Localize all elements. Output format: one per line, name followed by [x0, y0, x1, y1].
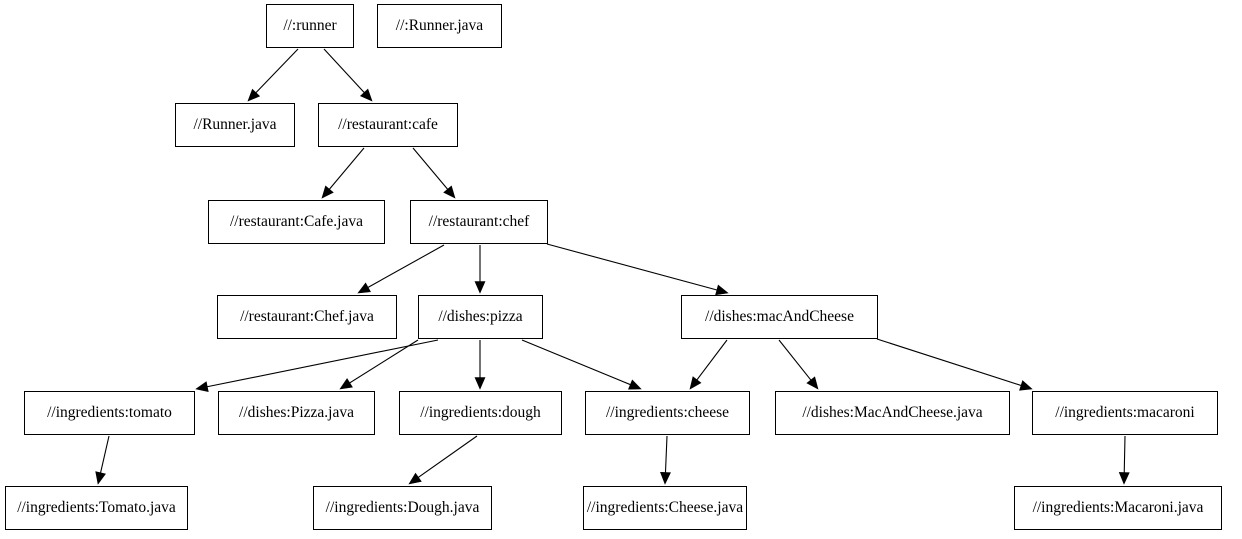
- edge-arrowhead-icon: [628, 379, 642, 390]
- edge-line: [416, 435, 478, 479]
- graph-node-label: //dishes:macAndCheese: [705, 308, 854, 326]
- graph-edge-restaurant-chef-to-dishes-mac: [546, 243, 729, 296]
- graph-node-label: //restaurant:cafe: [338, 116, 438, 134]
- edge-arrowhead-icon: [357, 282, 371, 294]
- graph-edge-dishes-pizza-to-ing-tomato: [195, 339, 439, 393]
- graph-node-restaurant-chef[interactable]: //restaurant:chef: [410, 200, 548, 244]
- graph-node-label: //Runner.java: [193, 116, 277, 134]
- edge-line: [521, 339, 632, 386]
- graph-node-runner-java[interactable]: //Runner.java: [175, 103, 295, 147]
- graph-node-label: //:runner: [283, 17, 337, 35]
- graph-node-ing-dough-java[interactable]: //ingredients:Dough.java: [313, 486, 492, 530]
- edge-line: [366, 244, 445, 289]
- graph-node-label: //ingredients:macaroni: [1055, 404, 1195, 422]
- graph-node-dishes-mac[interactable]: //dishes:macAndCheese: [681, 295, 878, 339]
- graph-node-ing-tomato-java[interactable]: //ingredients:Tomato.java: [5, 486, 188, 530]
- graph-edge-ing-macaroni-to-ing-macaroni-java: [1118, 435, 1130, 485]
- graph-edge-ing-tomato-to-ing-tomato-java: [95, 435, 110, 485]
- edge-arrowhead-icon: [443, 185, 456, 199]
- graph-node-label: //ingredients:Macaroni.java: [1032, 499, 1204, 517]
- edge-arrowhead-icon: [474, 377, 486, 390]
- graph-edge-dishes-mac-to-ing-macaroni: [876, 338, 1033, 391]
- graph-node-label: //restaurant:Cafe.java: [230, 213, 363, 231]
- graph-node-runner-target[interactable]: //:runner: [266, 4, 354, 48]
- graph-node-label: //ingredients:dough: [420, 404, 541, 422]
- graph-edge-dishes-pizza-to-dishes-pizza-java: [339, 339, 419, 390]
- graph-node-label: //ingredients:tomato: [47, 404, 172, 422]
- edge-line: [412, 147, 449, 191]
- edge-line: [328, 147, 365, 191]
- edge-arrowhead-icon: [339, 378, 353, 390]
- graph-node-ing-macaroni-java[interactable]: //ingredients:Macaroni.java: [1014, 486, 1222, 530]
- graph-edge-ing-cheese-to-ing-cheese-java: [660, 435, 671, 485]
- edge-arrowhead-icon: [715, 284, 729, 296]
- graph-node-runner-java-root[interactable]: //:Runner.java: [377, 4, 502, 48]
- edge-line: [664, 435, 668, 475]
- graph-edge-restaurant-chef-to-dishes-pizza: [474, 245, 486, 294]
- edge-line: [695, 339, 728, 382]
- edge-arrowhead-icon: [195, 381, 209, 393]
- graph-node-label: //ingredients:Tomato.java: [17, 499, 176, 517]
- graph-node-ing-cheese[interactable]: //ingredients:cheese: [585, 391, 750, 435]
- edge-line: [323, 48, 366, 95]
- edge-arrowhead-icon: [1118, 472, 1130, 485]
- graph-node-dishes-mac-java[interactable]: //dishes:MacAndCheese.java: [775, 391, 1010, 435]
- edge-arrowhead-icon: [321, 185, 334, 199]
- edge-arrowhead-icon: [1019, 380, 1033, 391]
- edge-arrowhead-icon: [247, 88, 261, 102]
- graph-edge-dishes-mac-to-ing-cheese: [689, 339, 728, 390]
- graph-edge-restaurant-chef-to-restaurant-chef-java: [357, 244, 445, 294]
- edge-arrowhead-icon: [660, 471, 671, 485]
- edge-arrowhead-icon: [408, 472, 422, 485]
- graph-node-ing-tomato[interactable]: //ingredients:tomato: [24, 391, 195, 435]
- edge-line: [254, 48, 299, 95]
- graph-node-restaurant-chef-java[interactable]: //restaurant:Chef.java: [217, 295, 397, 339]
- edge-line: [99, 435, 110, 475]
- edge-arrowhead-icon: [359, 88, 373, 102]
- edge-line: [1123, 435, 1126, 475]
- graph-node-label: //ingredients:Cheese.java: [586, 499, 744, 517]
- graph-edge-runner-target-to-runner-java: [247, 48, 299, 102]
- edge-arrowhead-icon: [689, 376, 702, 390]
- graph-node-label: //ingredients:Dough.java: [325, 499, 480, 517]
- graph-node-restaurant-cafe[interactable]: //restaurant:cafe: [318, 103, 458, 147]
- edge-arrowhead-icon: [806, 376, 819, 390]
- graph-node-ing-dough[interactable]: //ingredients:dough: [399, 391, 562, 435]
- edge-arrowhead-icon: [474, 281, 486, 294]
- graph-node-label: //ingredients:cheese: [605, 404, 730, 422]
- edge-arrowhead-icon: [95, 471, 106, 485]
- graph-node-label: //restaurant:Chef.java: [240, 308, 374, 326]
- graph-node-dishes-pizza[interactable]: //dishes:pizza: [418, 295, 543, 339]
- edge-line: [348, 339, 419, 385]
- graph-node-label: //dishes:pizza: [438, 308, 523, 326]
- graph-edge-dishes-pizza-to-ing-cheese: [521, 339, 642, 390]
- graph-node-restaurant-cafe-java[interactable]: //restaurant:Cafe.java: [208, 200, 385, 244]
- edge-line: [778, 339, 813, 382]
- graph-edge-restaurant-cafe-to-restaurant-chef: [412, 147, 456, 199]
- graph-node-label: //restaurant:chef: [428, 213, 530, 231]
- graph-node-ing-macaroni[interactable]: //ingredients:macaroni: [1032, 391, 1218, 435]
- edge-line: [876, 338, 1023, 387]
- graph-node-label: //dishes:MacAndCheese.java: [802, 404, 983, 422]
- graph-node-ing-cheese-java[interactable]: //ingredients:Cheese.java: [583, 486, 747, 530]
- graph-edge-dishes-pizza-to-ing-dough: [474, 340, 486, 390]
- graph-edge-ing-dough-to-ing-dough-java: [408, 435, 478, 485]
- graph-node-label: //:Runner.java: [395, 17, 484, 35]
- graph-edge-restaurant-cafe-to-restaurant-cafe-java: [321, 147, 365, 199]
- graph-node-label: //dishes:Pizza.java: [239, 404, 354, 422]
- edge-line: [205, 339, 439, 388]
- graph-edge-dishes-mac-to-dishes-mac-java: [778, 339, 819, 390]
- edge-line: [546, 243, 719, 291]
- graph-node-dishes-pizza-java[interactable]: //dishes:Pizza.java: [218, 391, 375, 435]
- graph-edge-runner-target-to-restaurant-cafe: [323, 48, 373, 102]
